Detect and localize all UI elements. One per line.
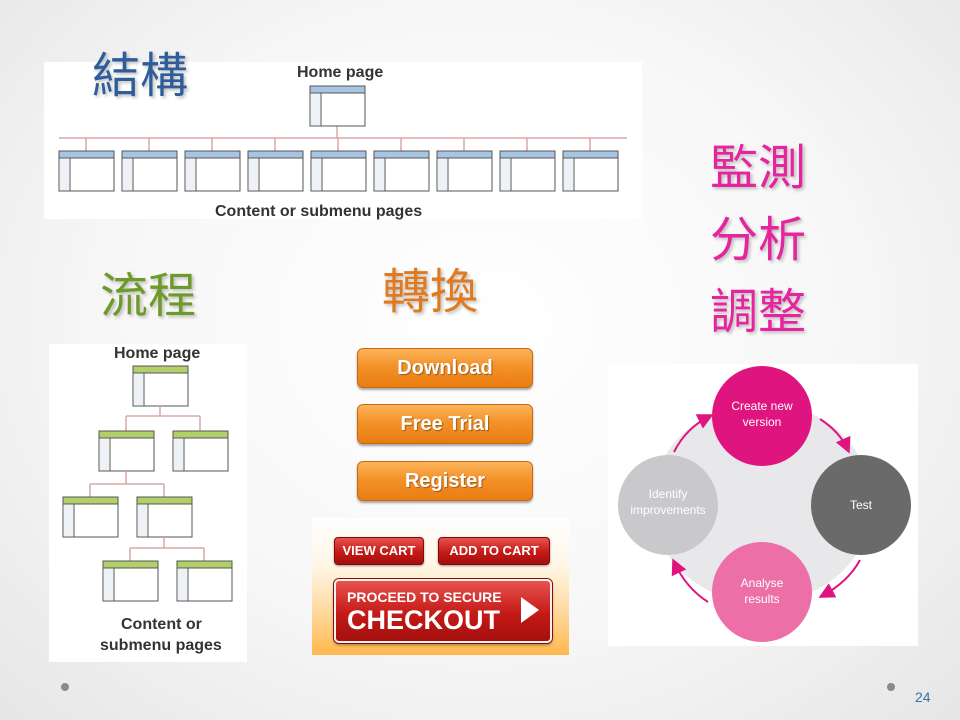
flow-home-page-icon xyxy=(132,365,189,407)
structure-content-page-icon-4-header xyxy=(247,150,304,159)
identify-label-2: improvements xyxy=(630,503,705,517)
monitor-heading-3: 調整 xyxy=(710,284,807,340)
structure-content-page-icon-2 xyxy=(121,150,178,192)
monitor-heading-1: 監測 xyxy=(710,140,807,196)
structure-content-label: Content or submenu pages xyxy=(215,203,423,220)
structure-content-page-icon-4 xyxy=(247,150,304,192)
flow-level4-page-icon-2-sidebar xyxy=(178,569,187,600)
play-arrow-icon xyxy=(521,597,539,623)
structure-content-page-icon-8 xyxy=(499,150,556,192)
structure-content-page-icon-5-header xyxy=(310,150,367,159)
create-label-1: Create new xyxy=(731,399,793,413)
structure-home-page-icon xyxy=(309,85,366,127)
structure-content-page-icon-1-header xyxy=(58,150,115,159)
add-to-cart-button[interactable]: ADD TO CART xyxy=(438,537,550,565)
cart-panel: VIEW CART ADD TO CART PROCEED TO SECURE … xyxy=(312,518,569,655)
structure-content-page-icon-2-header xyxy=(121,150,178,159)
structure-content-page-icon-3-header xyxy=(184,150,241,159)
view-cart-button[interactable]: VIEW CART xyxy=(334,537,424,565)
structure-content-page-icon-8-sidebar xyxy=(501,159,510,190)
flow-level2-page-icon-2 xyxy=(172,430,229,472)
structure-content-page-icon-9-sidebar xyxy=(564,159,573,190)
flow-level4-page-icon-1-sidebar xyxy=(104,569,113,600)
create-new-version-node xyxy=(712,366,812,466)
structure-home-page-icon-header xyxy=(309,85,366,94)
flow-heading: 流程 xyxy=(100,268,197,324)
slide-number: 24 xyxy=(915,689,931,705)
checkout-button[interactable]: PROCEED TO SECURE CHECKOUT xyxy=(334,579,552,643)
monitor-heading-2: 分析 xyxy=(710,212,807,268)
flow-home-page-icon-header xyxy=(132,365,189,374)
checkout-line-2: CHECKOUT xyxy=(347,605,500,635)
test-node xyxy=(811,455,911,555)
flow-content-label-1: Content or xyxy=(121,616,202,633)
structure-content-page-icon-9 xyxy=(562,150,619,192)
structure-content-page-icon-8-header xyxy=(499,150,556,159)
flow-level3-page-icon-1-header xyxy=(62,496,119,505)
identify-label-1: Identify xyxy=(649,487,688,501)
analyse-results-node xyxy=(712,542,812,642)
structure-content-page-icon-9-header xyxy=(562,150,619,159)
flow-level4-page-icon-2-header xyxy=(176,560,233,569)
flow-level3-page-icon-2-header xyxy=(136,496,193,505)
structure-diagram: Home page Content or submenu pages xyxy=(44,62,642,220)
cycle-arrow-bottom-left xyxy=(671,558,709,603)
test-label: Test xyxy=(850,498,873,512)
footer-bullet-left xyxy=(61,683,69,691)
cycle-svg: Create new version Test Analyse results … xyxy=(618,366,911,642)
flow-level2-page-icon-2-header xyxy=(172,430,229,439)
structure-content-page-icon-5 xyxy=(310,150,367,192)
flow-level3-page-icon-2 xyxy=(136,496,193,538)
flow-level2-page-icon-1-sidebar xyxy=(100,439,109,470)
flow-level3-page-icon-1-sidebar xyxy=(64,505,73,536)
flow-level3-page-icon-1 xyxy=(62,496,119,538)
flow-tree-svg xyxy=(62,365,233,602)
conversion-heading: 轉換 xyxy=(382,264,479,320)
flow-level4-page-icon-2 xyxy=(176,560,233,602)
flow-home-page-icon-sidebar xyxy=(134,374,143,405)
structure-content-page-icon-4-sidebar xyxy=(249,159,258,190)
structure-content-page-icon-1-sidebar xyxy=(60,159,69,190)
cycle-background-ring xyxy=(652,403,872,603)
structure-content-page-icon-3 xyxy=(184,150,241,192)
structure-heading: 結構 xyxy=(92,48,189,104)
flow-diagram: Home page Content or submenu pages xyxy=(49,344,247,662)
checkout-line-1: PROCEED TO SECURE xyxy=(347,589,502,605)
flow-level2-page-icon-1 xyxy=(98,430,155,472)
structure-home-label: Home page xyxy=(297,64,384,81)
analyse-label-1: Analyse xyxy=(741,576,784,590)
structure-content-page-icon-7 xyxy=(436,150,493,192)
structure-tree-svg xyxy=(58,85,627,192)
flow-level4-page-icon-1-header xyxy=(102,560,159,569)
structure-content-page-icon-5-sidebar xyxy=(312,159,321,190)
structure-content-page-icon-6-sidebar xyxy=(375,159,384,190)
cycle-diagram: Create new version Test Analyse results … xyxy=(608,364,918,646)
flow-level4-page-icon-1 xyxy=(102,560,159,602)
analyse-label-2: results xyxy=(744,592,779,606)
register-button[interactable]: Register xyxy=(357,461,533,501)
structure-content-page-icon-1 xyxy=(58,150,115,192)
structure-content-page-icon-6-header xyxy=(373,150,430,159)
download-button[interactable]: Download xyxy=(357,348,533,388)
footer-bullet-right xyxy=(887,683,895,691)
flow-level2-page-icon-1-header xyxy=(98,430,155,439)
flow-level2-page-icon-2-sidebar xyxy=(174,439,183,470)
flow-home-label: Home page xyxy=(114,345,201,362)
identify-improvements-node xyxy=(618,455,718,555)
cycle-arrow-bottom-right xyxy=(818,559,861,598)
structure-content-page-icon-2-sidebar xyxy=(123,159,132,190)
structure-home-page-icon-sidebar xyxy=(311,94,320,125)
structure-content-page-icon-7-sidebar xyxy=(438,159,447,190)
structure-content-page-icon-7-header xyxy=(436,150,493,159)
flow-content-label-2: submenu pages xyxy=(100,637,222,654)
cycle-arrow-top-right xyxy=(819,418,851,454)
structure-content-page-icon-3-sidebar xyxy=(186,159,195,190)
structure-content-page-icon-6 xyxy=(373,150,430,192)
cycle-arrow-top-left xyxy=(673,414,714,453)
create-label-2: version xyxy=(743,415,782,429)
free-trial-button[interactable]: Free Trial xyxy=(357,404,533,444)
flow-level3-page-icon-2-sidebar xyxy=(138,505,147,536)
